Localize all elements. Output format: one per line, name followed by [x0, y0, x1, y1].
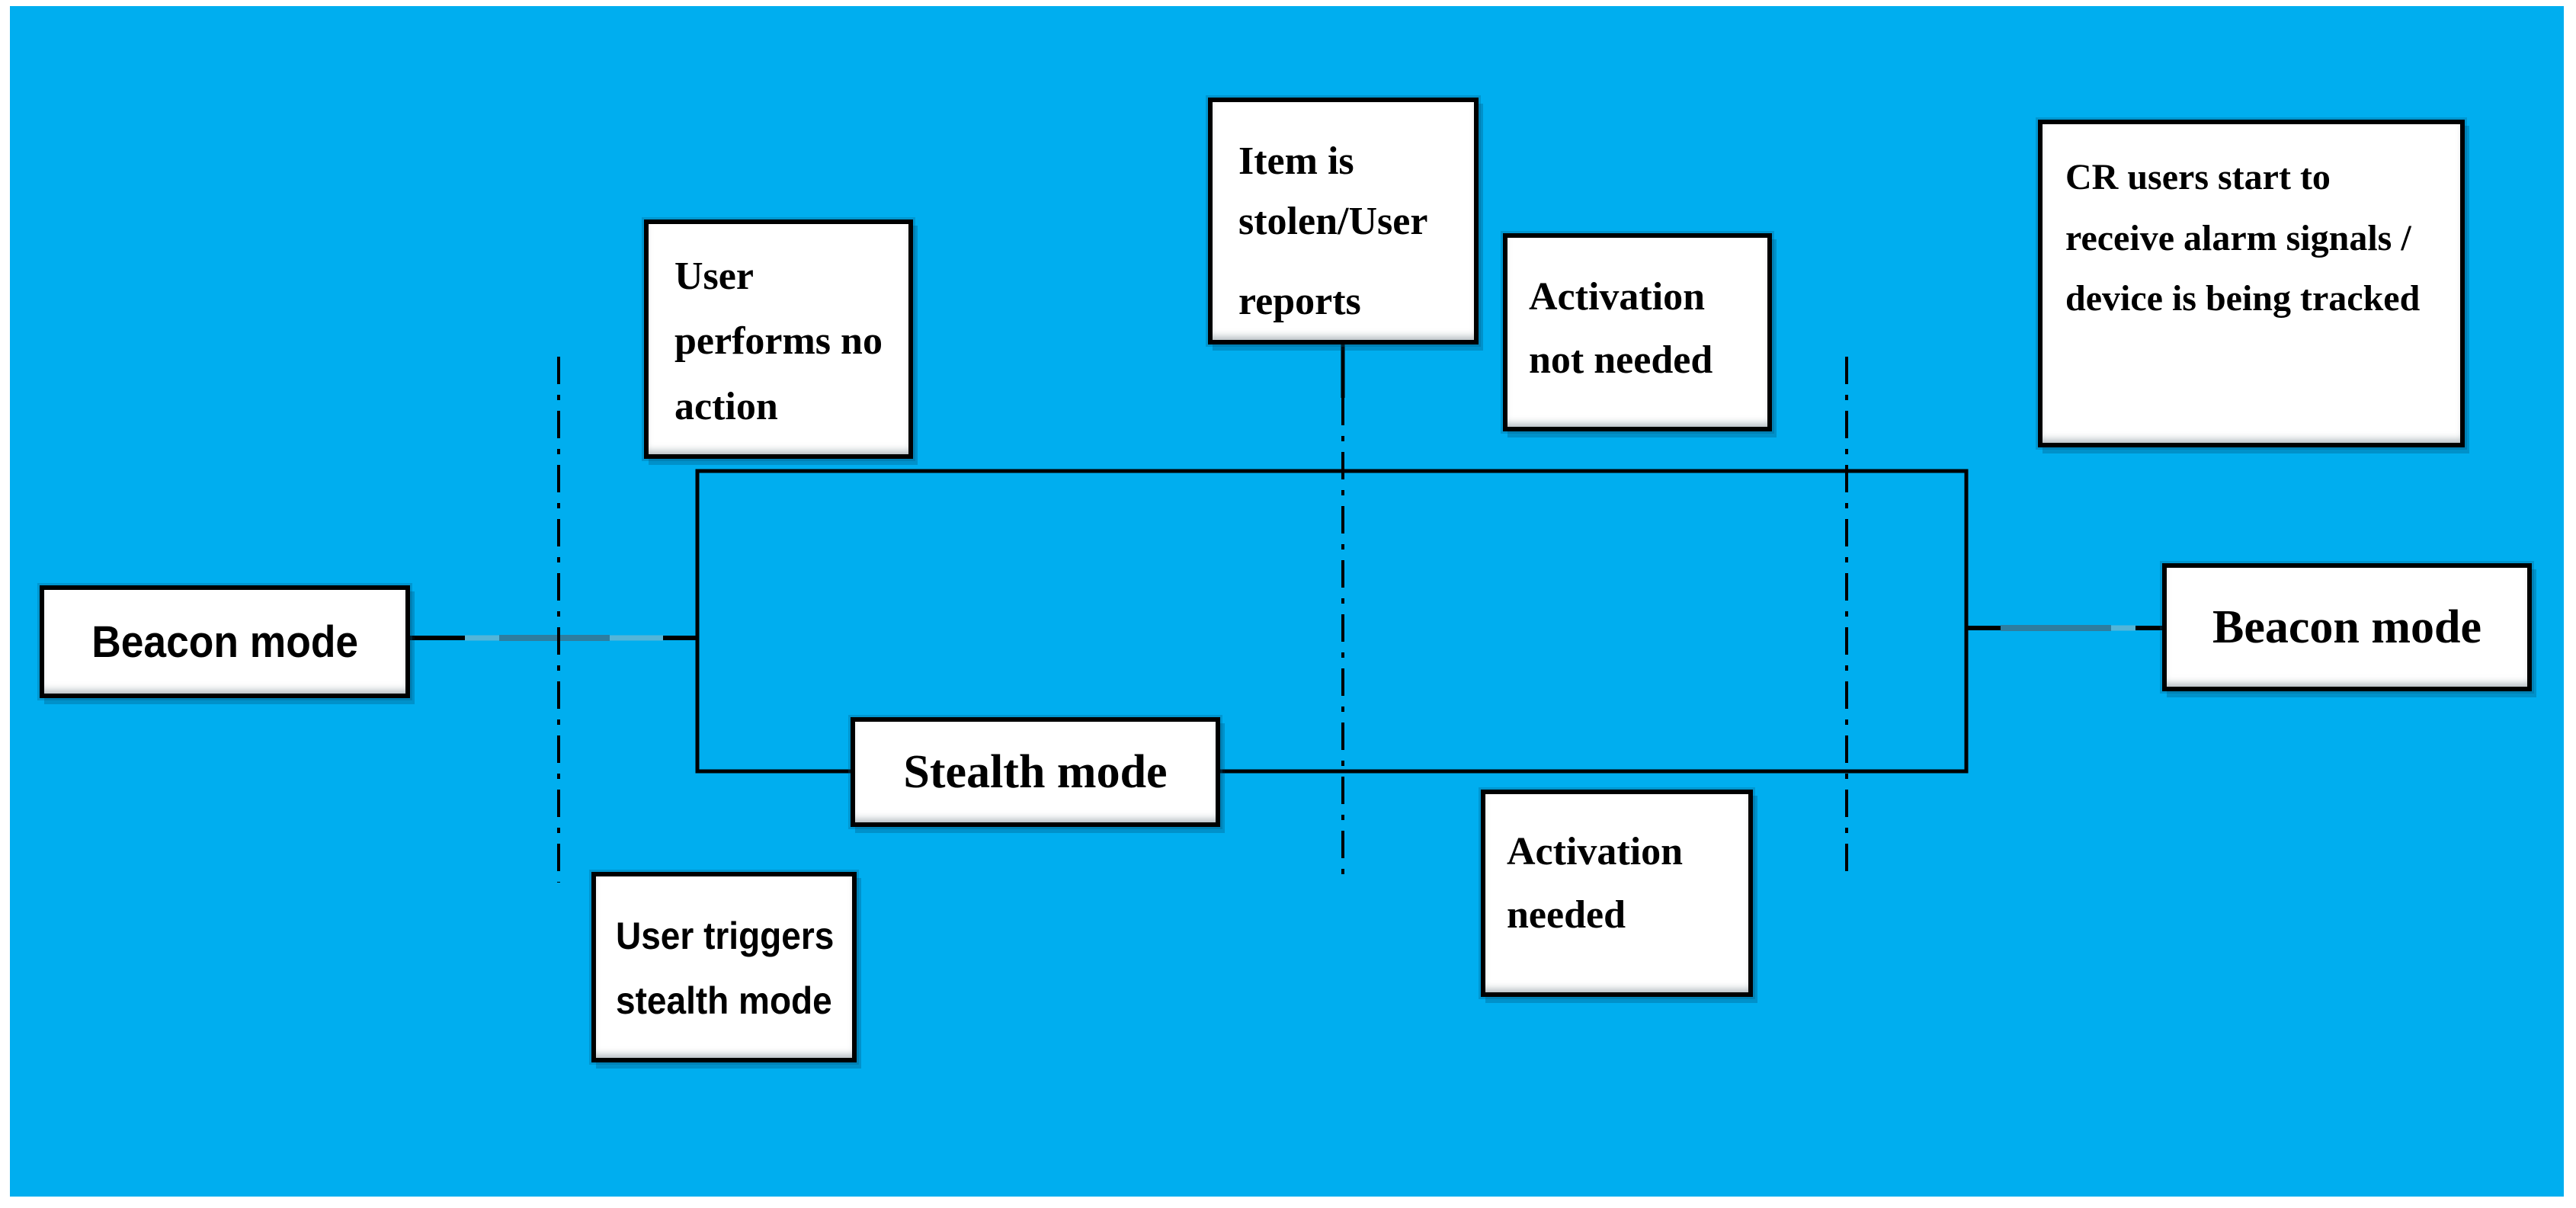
- state-box-beacon-mode-right: Beacon mode: [2162, 563, 2532, 691]
- annotation-box-item-stolen-user-reports: Item is stolen/User reports: [1208, 98, 1479, 344]
- annotation-box-user-triggers-stealth: User triggers stealth mode: [591, 872, 857, 1062]
- annotation-text-line: CR users start to: [2065, 157, 2331, 197]
- annotation-text-line: device is being tracked: [2065, 278, 2421, 319]
- annotation-box-cr-users-alarm: CR users start to receive alarm signals …: [2038, 120, 2465, 447]
- annotation-text-line: not needed: [1529, 338, 1713, 383]
- state-box-label: Beacon mode: [91, 617, 358, 667]
- annotation-text-line: performs no: [674, 319, 883, 364]
- annotation-text-line: receive alarm signals /: [2065, 217, 2411, 258]
- annotation-text-line: stolen/User: [1238, 200, 1428, 244]
- annotation-text-line: Activation: [1529, 275, 1706, 319]
- annotation-text-line: User: [674, 255, 754, 298]
- state-box-beacon-mode-left: Beacon mode: [40, 585, 410, 698]
- annotation-text-line: stealth mode: [616, 979, 832, 1022]
- state-rectangle: [695, 469, 1969, 774]
- annotation-box-activation-needed: Activation needed: [1481, 790, 1753, 997]
- annotation-box-activation-not-needed: Activation not needed: [1503, 233, 1772, 431]
- annotation-text-line: User triggers: [616, 915, 835, 957]
- annotation-text-line: action: [674, 384, 778, 428]
- annotation-text-line: Item is: [1238, 139, 1354, 183]
- state-box-label: Beacon mode: [2212, 601, 2482, 653]
- annotation-box-user-performs-no-action: User performs no action: [644, 219, 913, 459]
- annotation-text-line: reports: [1238, 280, 1361, 324]
- annotation-text-line: needed: [1507, 893, 1626, 937]
- annotation-text-line: Activation: [1507, 830, 1684, 873]
- state-box-stealth-mode: Stealth mode: [851, 717, 1220, 827]
- state-box-label: Stealth mode: [903, 745, 1168, 798]
